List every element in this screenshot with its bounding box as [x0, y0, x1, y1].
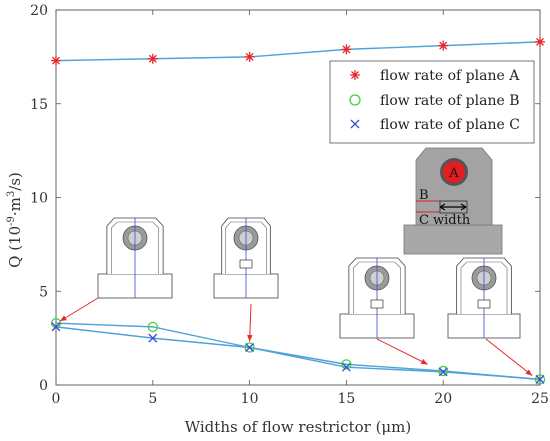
- point-0-5: [535, 36, 545, 47]
- legend-label-a: flow rate of plane A: [380, 68, 520, 84]
- point-1-1: [147, 321, 158, 333]
- schematic-label-width: width: [433, 213, 471, 228]
- point-2-1: [148, 333, 158, 343]
- point-2-3: [341, 362, 351, 372]
- point-shape: [245, 343, 255, 352]
- schematic-label-c: C: [419, 213, 429, 228]
- legend-marker-c: [350, 119, 360, 129]
- x-tick-label-1: 5: [148, 391, 157, 407]
- sketch-slot: [239, 259, 253, 269]
- point-shape: [438, 365, 449, 377]
- x-tick-label-3: 15: [337, 391, 355, 407]
- part-sketch-0: [97, 217, 173, 299]
- y-tick-label-4: 20: [30, 3, 48, 19]
- schematic-body: [415, 147, 493, 226]
- legend-box: [329, 60, 535, 144]
- point-1-2: [244, 342, 255, 353]
- point-0-2: [244, 51, 255, 62]
- part-sketch-1: [213, 217, 279, 299]
- point-shape: [341, 359, 352, 370]
- y-tick-label-2: 10: [30, 191, 48, 207]
- series-lines: [55, 41, 541, 381]
- y-tick-label-3: 15: [30, 97, 48, 113]
- part-sketch-2: [339, 257, 415, 339]
- series-line-2: [55, 326, 541, 381]
- arrow-head-2: [420, 359, 428, 365]
- schematic-port: [443, 161, 465, 183]
- point-0-3: [341, 44, 352, 55]
- point-1-4: [438, 365, 449, 377]
- series-line-0: [55, 41, 541, 62]
- point-2-4: [438, 367, 448, 377]
- point-shape: [535, 374, 545, 384]
- point-shape: [341, 362, 351, 372]
- point-shape: [534, 374, 546, 385]
- point-2-2: [245, 343, 255, 352]
- legend: flow rate of plane A flow rate of plane …: [329, 60, 535, 144]
- x-tick-label-0: 0: [52, 391, 61, 407]
- point-0-4: [438, 40, 449, 51]
- point-shape: [244, 342, 255, 353]
- part-sketch-3: [447, 257, 521, 339]
- point-shape: [51, 55, 61, 66]
- point-shape: [51, 322, 61, 332]
- annotation-arrows: [59, 297, 533, 377]
- legend-marker-b: [349, 94, 361, 106]
- arrow-head-3: [525, 369, 533, 376]
- part-sketches: [97, 217, 521, 339]
- point-2-0: [51, 322, 61, 332]
- restrictor-schematic: A B C width: [403, 147, 503, 255]
- arrow-line-3: [485, 338, 533, 377]
- width-arrow: [439, 203, 467, 211]
- point-shape: [341, 44, 352, 55]
- x-tick-label-4: 20: [434, 391, 452, 407]
- schematic-base: [403, 224, 503, 255]
- arrow-head-1: [247, 334, 253, 342]
- width-slot: [439, 200, 468, 214]
- x-tick-label-5: 25: [531, 391, 549, 407]
- point-shape: [244, 51, 255, 62]
- series-markers: [50, 36, 546, 385]
- y-tick-label-0: 0: [39, 378, 48, 394]
- point-shape: [147, 53, 158, 64]
- point-shape: [148, 333, 158, 343]
- y-axis-label: Q (10-9·m3/s): [6, 172, 24, 268]
- point-1-3: [341, 359, 352, 370]
- legend-label-c: flow rate of plane C: [380, 117, 520, 133]
- point-shape: [535, 36, 545, 47]
- sketch-slot: [477, 299, 491, 309]
- axes: 0 5 10 15 20 25 0 5 10 15 20: [30, 3, 549, 407]
- legend-label-b: flow rate of plane B: [380, 93, 520, 109]
- y-tick-label-1: 5: [39, 284, 48, 300]
- schematic-label-b: B: [419, 188, 429, 203]
- point-shape: [438, 40, 449, 51]
- sketch-slot: [370, 299, 384, 309]
- legend-marker-a: [350, 70, 360, 80]
- point-shape: [438, 367, 448, 377]
- schematic-label-a: A: [448, 166, 459, 181]
- point-0-0: [51, 55, 61, 66]
- arrow-head-0: [60, 315, 67, 322]
- x-axis-label: Widths of flow restrictor (μm): [185, 418, 412, 436]
- point-0-1: [147, 53, 158, 64]
- point-1-5: [534, 374, 546, 385]
- x-tick-label-2: 10: [241, 391, 259, 407]
- point-shape: [147, 321, 158, 333]
- arrow-line-2: [376, 338, 428, 365]
- point-2-5: [535, 374, 545, 384]
- arrow-line-0: [59, 297, 99, 322]
- series-line-1: [55, 322, 541, 381]
